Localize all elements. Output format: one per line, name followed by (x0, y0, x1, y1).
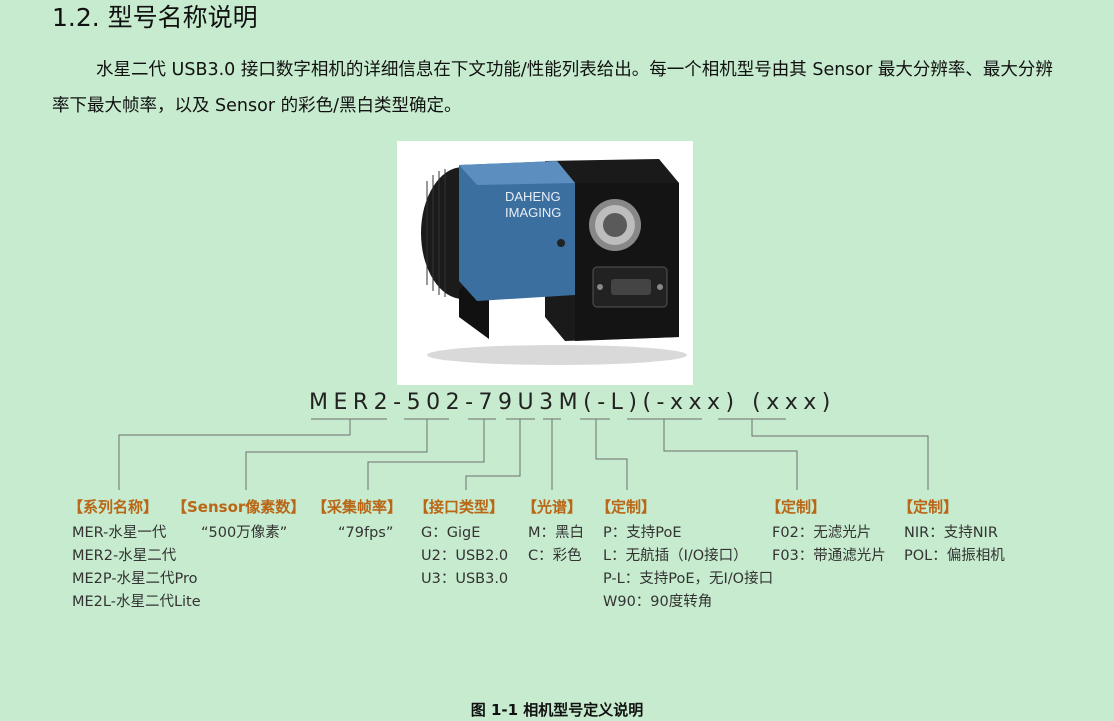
list-item: P：支持PoE (603, 525, 682, 541)
list-item: NIR：支持NIR (904, 525, 998, 541)
list-item: U3：USB3.0 (421, 571, 509, 587)
series-values: MER-水星一代 MER2-水星二代 ME2P-水星二代Pro ME2L-水星二… (72, 522, 201, 614)
category-title-framerate: 【采集帧率】 (312, 498, 403, 516)
list-item: ME2P-水星二代Pro (72, 571, 198, 587)
custom-2-values: F02：无滤光片 F03：带通滤光片 (772, 522, 886, 568)
list-item: POL：偏振相机 (904, 548, 1005, 564)
list-item: MER2-水星二代 (72, 548, 177, 564)
figure-caption: 图 1-1 相机型号定义说明 (470, 701, 644, 719)
list-item: F02：无滤光片 (772, 525, 872, 541)
category-title-interface: 【接口类型】 (414, 498, 505, 516)
list-item: U2：USB2.0 (421, 548, 509, 564)
custom-3-values: NIR：支持NIR POL：偏振相机 (904, 522, 1005, 568)
list-item: M：黑白 (528, 525, 585, 541)
camera-body-blue (459, 161, 575, 301)
custom-1-values: P：支持PoE L：无航插（I/O接口） P-L：支持PoE，无I/O接口 W9… (603, 522, 773, 614)
paragraph-text: 水星二代 USB3.0 接口数字相机的详细信息在下文功能/性能列表给出。每一个相… (52, 60, 1053, 116)
category-title-custom-1: 【定制】 (596, 498, 657, 516)
framerate-values: “79fps” (338, 522, 393, 545)
section-heading: 1.2. 型号名称说明 (52, 3, 258, 32)
section-paragraph: 水星二代 USB3.0 接口数字相机的详细信息在下文功能/性能列表给出。每一个相… (52, 52, 1062, 124)
list-item: “500万像素” (201, 525, 288, 541)
list-item: F03：带通滤光片 (772, 548, 886, 564)
list-item: “79fps” (338, 525, 394, 541)
model-code: MER2-502-79U3M(-L)(-xxx) (xxx) (309, 390, 836, 415)
list-item: ME2L-水星二代Lite (72, 594, 201, 610)
category-title-sensor: 【Sensor像素数】 (172, 498, 306, 516)
category-title-spectrum: 【光谱】 (522, 498, 583, 516)
list-item: G：GigE (421, 525, 481, 541)
interface-values: G：GigE U2：USB2.0 U3：USB3.0 (421, 522, 508, 591)
list-item: P-L：支持PoE，无I/O接口 (603, 571, 774, 587)
brand-line2: IMAGING (505, 205, 561, 220)
list-item: C：彩色 (528, 548, 582, 564)
list-item: W90：90度转角 (603, 594, 713, 610)
category-title-custom-2: 【定制】 (766, 498, 827, 516)
list-item: MER-水星一代 (72, 525, 167, 541)
brand-line1: DAHENG (505, 189, 561, 204)
category-title-custom-3: 【定制】 (898, 498, 959, 516)
camera-photo: DAHENG IMAGING (397, 141, 693, 385)
spectrum-values: M：黑白 C：彩色 (528, 522, 584, 568)
list-item: L：无航插（I/O接口） (603, 548, 748, 564)
category-title-series: 【系列名称】 (68, 498, 159, 516)
sensor-values: “500万像素” (201, 522, 287, 545)
